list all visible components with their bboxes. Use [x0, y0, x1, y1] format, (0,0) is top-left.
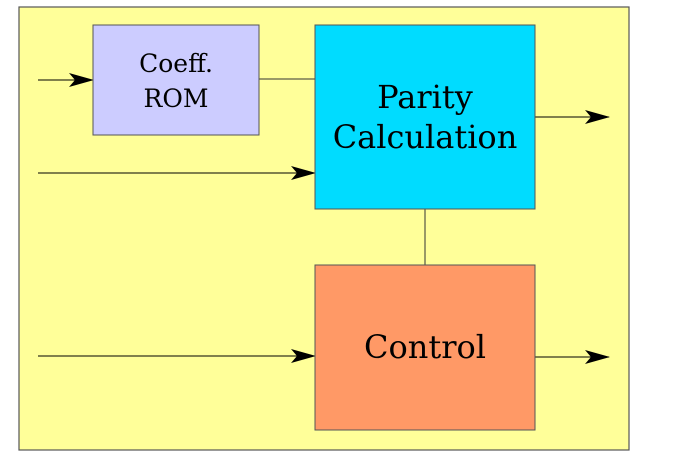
coeff-rom-label-line2: ROM	[144, 84, 209, 113]
parity-calculation-block: Parity Calculation	[314, 24, 536, 210]
coeff-rom-block: Coeff. ROM	[92, 24, 260, 136]
coeff-rom-label-line1: Coeff.	[139, 49, 213, 78]
coeff-rom-box	[92, 24, 260, 136]
parity-calculation-label-line1: Parity	[377, 78, 473, 116]
control-block: Control	[314, 264, 536, 431]
control-box	[314, 264, 536, 431]
parity-calculation-label-line2: Calculation	[333, 118, 518, 156]
control-label: Control	[364, 328, 486, 366]
parity-calculation-box	[314, 24, 536, 210]
